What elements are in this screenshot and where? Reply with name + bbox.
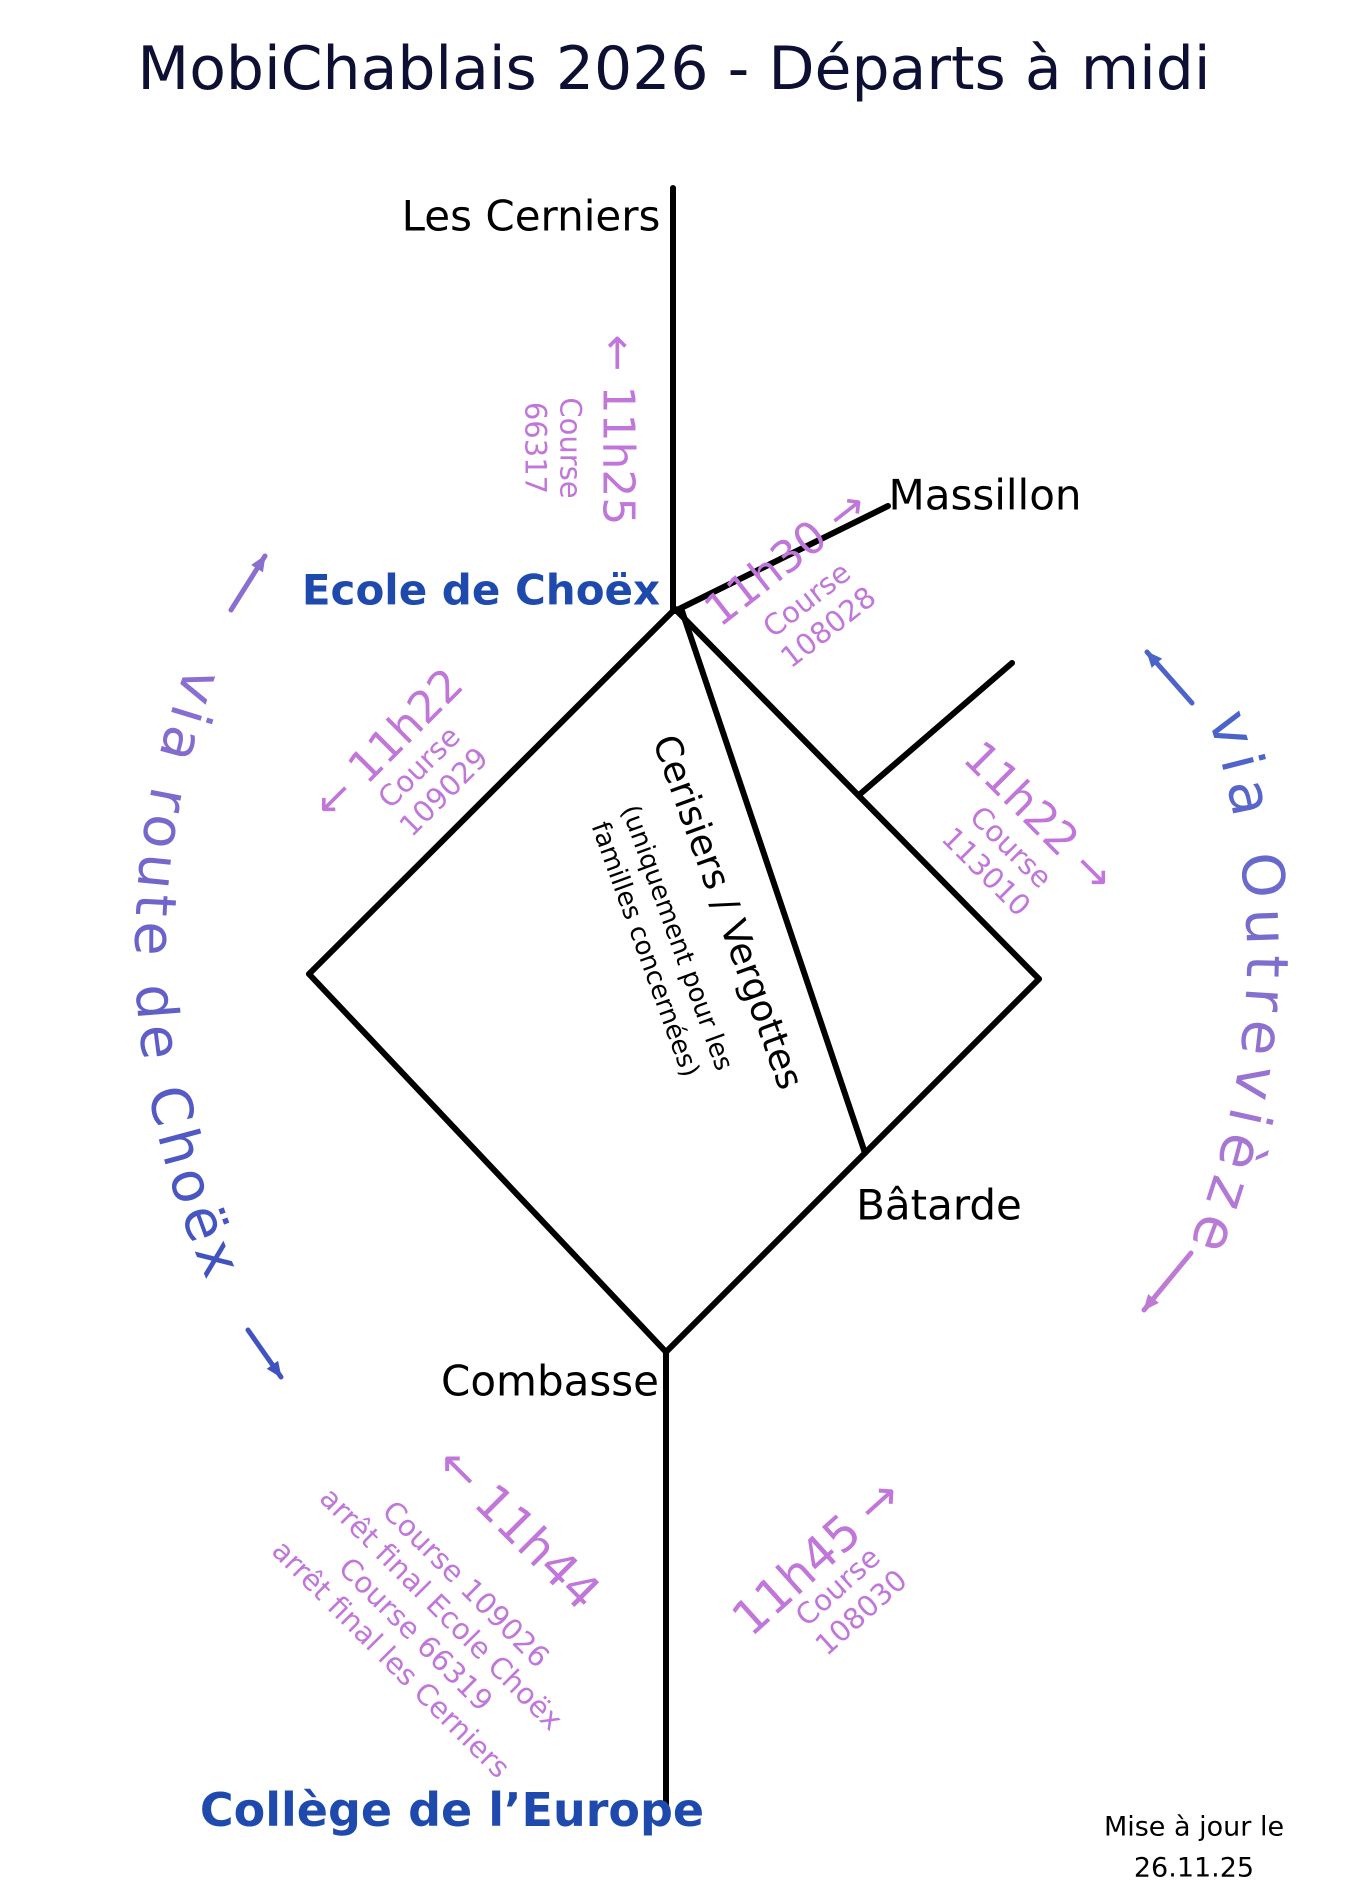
via-outrevieze-label: via Outrevièze — [1174, 702, 1292, 1271]
via-outrevieze-arrow-up-icon — [1144, 649, 1195, 706]
departure-les-cerniers-time: ← 11h25 — [593, 335, 644, 526]
time-text: 11h25 — [592, 385, 644, 526]
page-title: MobiChablais 2026 - Départs à midi — [137, 34, 1211, 104]
diamond-edge-lower-right — [663, 976, 1042, 1355]
diamond-edge-upper-left — [306, 606, 678, 977]
stop-massillon: Massillon — [888, 470, 1082, 520]
diamond-edge-lower-left — [306, 971, 669, 1355]
school-college-europe: Collège de l’Europe — [199, 1783, 705, 1837]
via-outrevieze-text: via Outrevièze — [1174, 702, 1301, 1271]
via-route-choex-arrow-up-icon — [228, 553, 268, 613]
stop-batarde: Bâtarde — [856, 1180, 1022, 1230]
via-route-choex-label: via route de Choëx — [121, 660, 250, 1291]
massillon-line — [672, 503, 891, 614]
via-outrevieze-arrow-down-icon — [1141, 1250, 1194, 1313]
update-note-line1: Mise à jour le — [1103, 1811, 1285, 1843]
cerisiers-vergottes-line — [679, 608, 868, 1156]
course-line: Course — [553, 397, 588, 499]
outrevieze-branch-line — [856, 660, 1015, 798]
update-note: Mise à jour le 26.11.25 — [1104, 1808, 1284, 1889]
stop-les-cerniers: Les Cerniers — [401, 191, 661, 241]
via-route-choex-text: via route de Choëx — [121, 660, 256, 1291]
departure-les-cerniers-course: Course 66317 — [517, 397, 588, 499]
via-route-choex-arrow-down-icon — [245, 1327, 284, 1380]
course-line: 66317 — [518, 401, 552, 495]
update-note-line2: 26.11.25 — [1133, 1852, 1255, 1883]
school-ecole-de-choex: Ecole de Choëx — [301, 565, 661, 615]
arrow-left-icon: ← — [592, 334, 644, 372]
stop-combasse: Combasse — [441, 1356, 659, 1406]
